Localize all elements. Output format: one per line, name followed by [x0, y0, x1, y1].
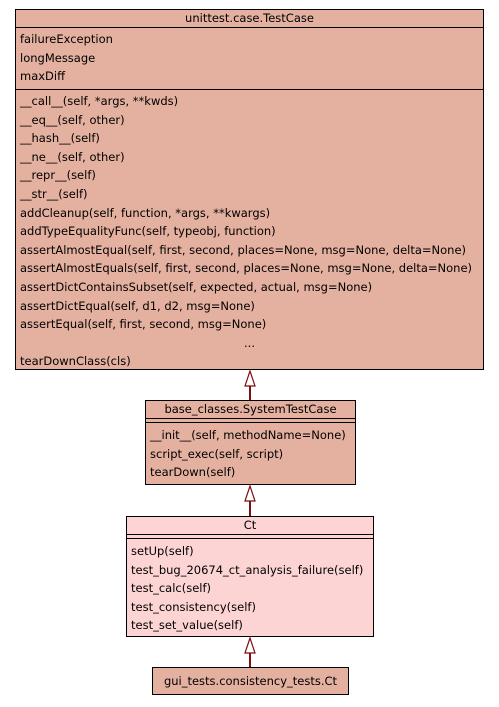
class-ct: Ct setUp(self) test_bug_20674_ct_analysi… [126, 516, 374, 637]
method: assertAlmostEqual(self, first, second, p… [20, 242, 467, 257]
attribute: maxDiff [20, 69, 66, 84]
method: test_calc(self) [131, 581, 212, 596]
method: __init__(self, methodName=None) [150, 428, 346, 442]
attribute: failureException [20, 32, 113, 46]
class-title: gui_tests.consistency_tests.Ct [163, 674, 338, 688]
class-testcase: unittest.case.TestCase failureException … [15, 9, 484, 370]
method: assertEqual(self, first, second, msg=Non… [20, 317, 267, 332]
method: __ne__(self, other) [20, 149, 125, 164]
attribute: longMessage [20, 50, 96, 65]
edge-ct-to-systemtestcase [244, 484, 256, 516]
method-section: __init__(self, methodName=None) script_e… [146, 423, 355, 484]
method: assertAlmostEquals(self, first, second, … [20, 261, 473, 276]
class-title: Ct [127, 517, 373, 535]
class-consistency-ct: gui_tests.consistency_tests.Ct [152, 667, 349, 695]
class-title: unittest.case.TestCase [16, 10, 483, 28]
method-section: __call__(self, *args, **kwds) __eq__(sel… [16, 90, 483, 373]
method: setUp(self) [131, 544, 194, 558]
method-section: setUp(self) test_bug_20674_ct_analysis_f… [127, 539, 373, 637]
ellipsis: ... [244, 335, 255, 350]
method: tearDown(self) [150, 465, 236, 480]
method: assertDictEqual(self, d1, d2, msg=None) [20, 298, 255, 313]
method: addCleanup(self, function, *args, **kwar… [20, 205, 271, 220]
class-title: base_classes.SystemTestCase [146, 401, 355, 419]
method: tearDownClass(cls) [20, 354, 131, 369]
method: __repr__(self) [20, 168, 96, 183]
method: addTypeEqualityFunc(self, typeobj, funct… [20, 224, 276, 239]
method: test_bug_20674_ct_analysis_failure(self) [131, 562, 364, 577]
method: __call__(self, *args, **kwds) [20, 94, 179, 108]
method: test_consistency(self) [131, 599, 256, 614]
class-systemtestcase: base_classes.SystemTestCase __init__(sel… [145, 400, 356, 485]
method: __hash__(self) [20, 131, 100, 146]
empty-attribute-section [127, 535, 373, 539]
method: __str__(self) [20, 186, 88, 201]
empty-attribute-section [146, 419, 355, 423]
edge-consistency-ct-to-ct [244, 636, 256, 667]
attribute-section: failureException longMessage maxDiff [16, 28, 483, 90]
method: test_set_value(self) [131, 618, 243, 633]
method: script_exec(self, script) [150, 446, 284, 461]
edge-systemtestcase-to-testcase [244, 369, 256, 400]
method: assertDictContainsSubset(self, expected,… [20, 279, 373, 294]
method: __eq__(self, other) [20, 112, 125, 127]
